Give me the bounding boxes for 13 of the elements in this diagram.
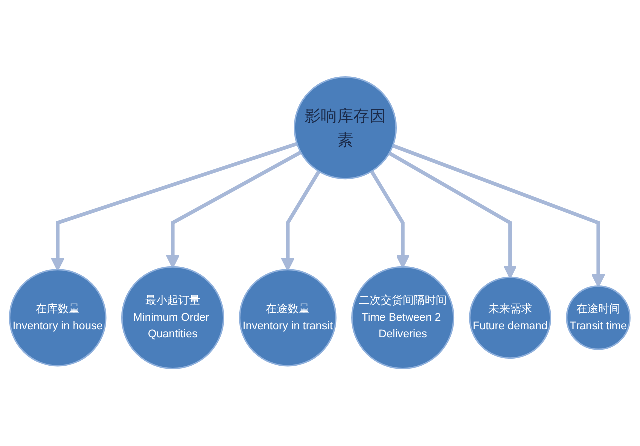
arrow <box>51 142 298 272</box>
arrow <box>388 152 518 279</box>
node-circle: 未来需求 Future demand <box>469 276 552 360</box>
arrow <box>370 170 410 269</box>
node-circle: 在途时间 Transit time <box>566 286 631 350</box>
node-circle: 最小起订量 Minimum Order Quantities <box>121 266 224 370</box>
arrow <box>166 150 302 269</box>
arrow <box>392 144 606 288</box>
node-circle: 在库数量 Inventory in house <box>9 269 107 367</box>
node-circle: 影响库存因素 <box>294 76 398 180</box>
node-circle: 二次交货间隔时间 Time Between 2 Deliveries <box>352 266 455 370</box>
node-circle: 在途数量 Inventory in transit <box>239 269 337 367</box>
arrow <box>281 170 321 272</box>
